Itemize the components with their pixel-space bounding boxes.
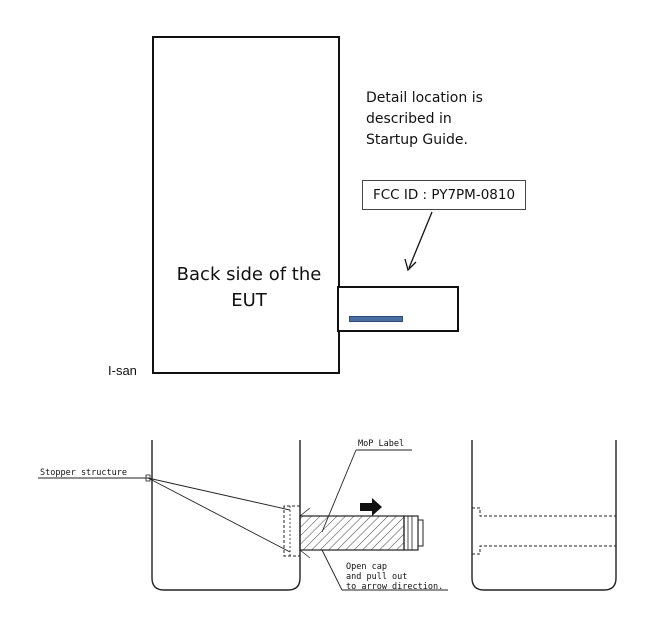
stopper-diagram: [38, 440, 617, 591]
mop-module-body: [299, 515, 405, 551]
right-enclosure: [471, 440, 617, 591]
module-outline: [337, 286, 459, 332]
fcc-id-label: FCC ID : PY7PM-0810: [362, 180, 526, 210]
stopper-leader-1: [147, 477, 291, 511]
empty-slot-outline: [472, 507, 616, 555]
instruction-line-2: and pull out: [346, 572, 408, 582]
module-label-bar: [349, 316, 403, 322]
mop-module-cap: [403, 515, 419, 551]
detail-note-line-2: described in: [366, 111, 452, 127]
left-enclosure: [151, 440, 301, 591]
pull-direction-arrow: [360, 498, 382, 516]
detail-location-note: Detail location is described in Startup …: [366, 88, 526, 151]
stopper-leader-2: [147, 477, 291, 553]
instruction-line-3: to arrow direction.: [346, 582, 444, 592]
mop-label-leader: [321, 449, 357, 533]
corner-tag: I-san: [108, 363, 137, 378]
stopper-structure-label: Stopper structure: [40, 468, 127, 478]
stopper-bracket: [283, 505, 300, 557]
eut-back-outline: [152, 36, 340, 374]
pointer-arrow-layer: [404, 211, 433, 272]
pointer-arrow-shaft: [408, 211, 433, 269]
pointer-arrow-head: [404, 258, 417, 272]
mop-label-callout: MoP Label: [358, 439, 405, 449]
detail-note-line-3: Startup Guide.: [366, 132, 468, 148]
eut-label-line-1: Back side of the: [176, 264, 322, 285]
instruction-leader: [321, 549, 343, 591]
detail-note-line-1: Detail location is: [366, 90, 483, 106]
instruction-callout: Open cap and pull out to arrow direction…: [346, 562, 443, 592]
eut-label-line-2: EUT: [231, 290, 267, 311]
instruction-line-1: Open cap: [346, 562, 387, 572]
eut-label: Back side of the EUT: [160, 262, 338, 314]
